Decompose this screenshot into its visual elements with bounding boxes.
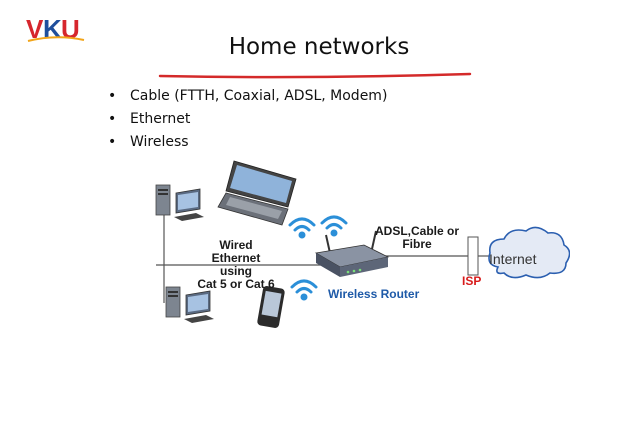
slide-title: Home networks [228,34,410,60]
bullet-item: Cable (FTTH, Coaxial, ADSL, Modem) [108,85,387,108]
wifi-signal-icon [288,217,316,239]
isp-label: ISP [462,274,482,288]
bullet-item: Ethernet [108,108,387,131]
network-diagram: Wired Ethernet using Cat 5 or Cat 6 ADSL… [150,155,570,335]
internet-cloud-icon [488,226,570,279]
svg-text:V: V [26,14,44,44]
wifi-signal-icon [320,215,348,237]
laptop-icon [217,160,297,226]
desktop-pc-icon [155,184,204,221]
wifi-signal-icon [290,279,318,301]
smartphone-icon [257,286,285,328]
router-label: Wireless Router [328,287,420,301]
desktop-pc-icon [165,286,214,323]
vku-logo: V K U [26,14,85,44]
isp-box [467,236,479,276]
wireless-router-icon [314,230,390,277]
uplink-label: ADSL,Cable or Fibre [374,224,459,251]
wired-label: Wired Ethernet using Cat 5 or Cat 6 [197,238,275,291]
title-underline [158,72,472,79]
internet-label: Internet [489,251,537,267]
bullet-list: Cable (FTTH, Coaxial, ADSL, Modem) Ether… [108,85,387,154]
bullet-item: Wireless [108,131,387,154]
